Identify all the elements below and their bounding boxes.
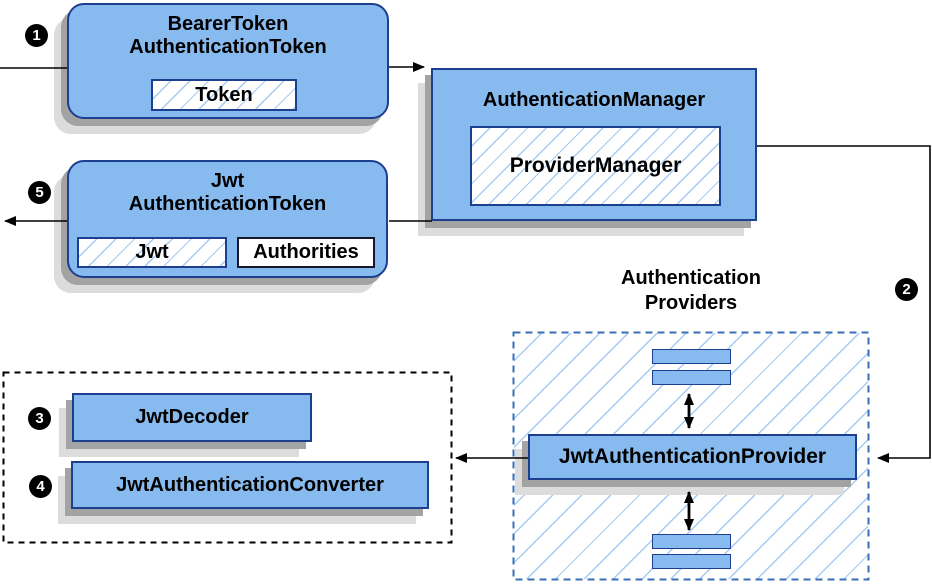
node-jwt-authentication-provider: JwtAuthenticationProvider: [528, 434, 857, 480]
step-5-badge: 5: [28, 181, 51, 204]
jwt-chip: Jwt: [77, 237, 227, 268]
title-line-2: AuthenticationToken: [128, 193, 327, 215]
node-title: AuthenticationManager: [482, 89, 706, 111]
node-bearer-token-authentication-token: BearerToken AuthenticationToken Token: [67, 3, 389, 119]
provider-placeholder-bar: [652, 534, 731, 549]
label-line-2: Providers: [644, 292, 738, 314]
provider-placeholder-bar: [652, 349, 731, 364]
node-title: BearerToken AuthenticationToken: [69, 5, 387, 59]
step-4-badge: 4: [29, 475, 52, 498]
token-chip: Token: [151, 79, 297, 111]
step-3-badge: 3: [28, 407, 51, 430]
title-line-2: AuthenticationToken: [129, 36, 327, 58]
title-line-1: BearerToken: [167, 13, 289, 35]
node-jwt-authentication-converter: JwtAuthenticationConverter: [71, 461, 429, 509]
authentication-providers-label: Authentication Providers: [541, 266, 841, 316]
step-2-badge: 2: [895, 278, 918, 301]
provider-placeholder-bar: [652, 370, 731, 385]
node-jwt-decoder: JwtDecoder: [72, 393, 312, 442]
provider-manager-chip: ProviderManager: [470, 126, 721, 206]
authorities-chip: Authorities: [237, 237, 375, 268]
node-authentication-manager: AuthenticationManager ProviderManager: [431, 68, 757, 221]
node-jwt-authentication-token: Jwt AuthenticationToken Jwt Authorities: [67, 160, 388, 278]
label-line-1: Authentication: [621, 267, 761, 289]
node-title: Jwt AuthenticationToken: [69, 162, 386, 216]
step-1-badge: 1: [25, 24, 48, 47]
provider-placeholder-bar: [652, 554, 731, 569]
title-line-1: Jwt: [210, 170, 245, 192]
